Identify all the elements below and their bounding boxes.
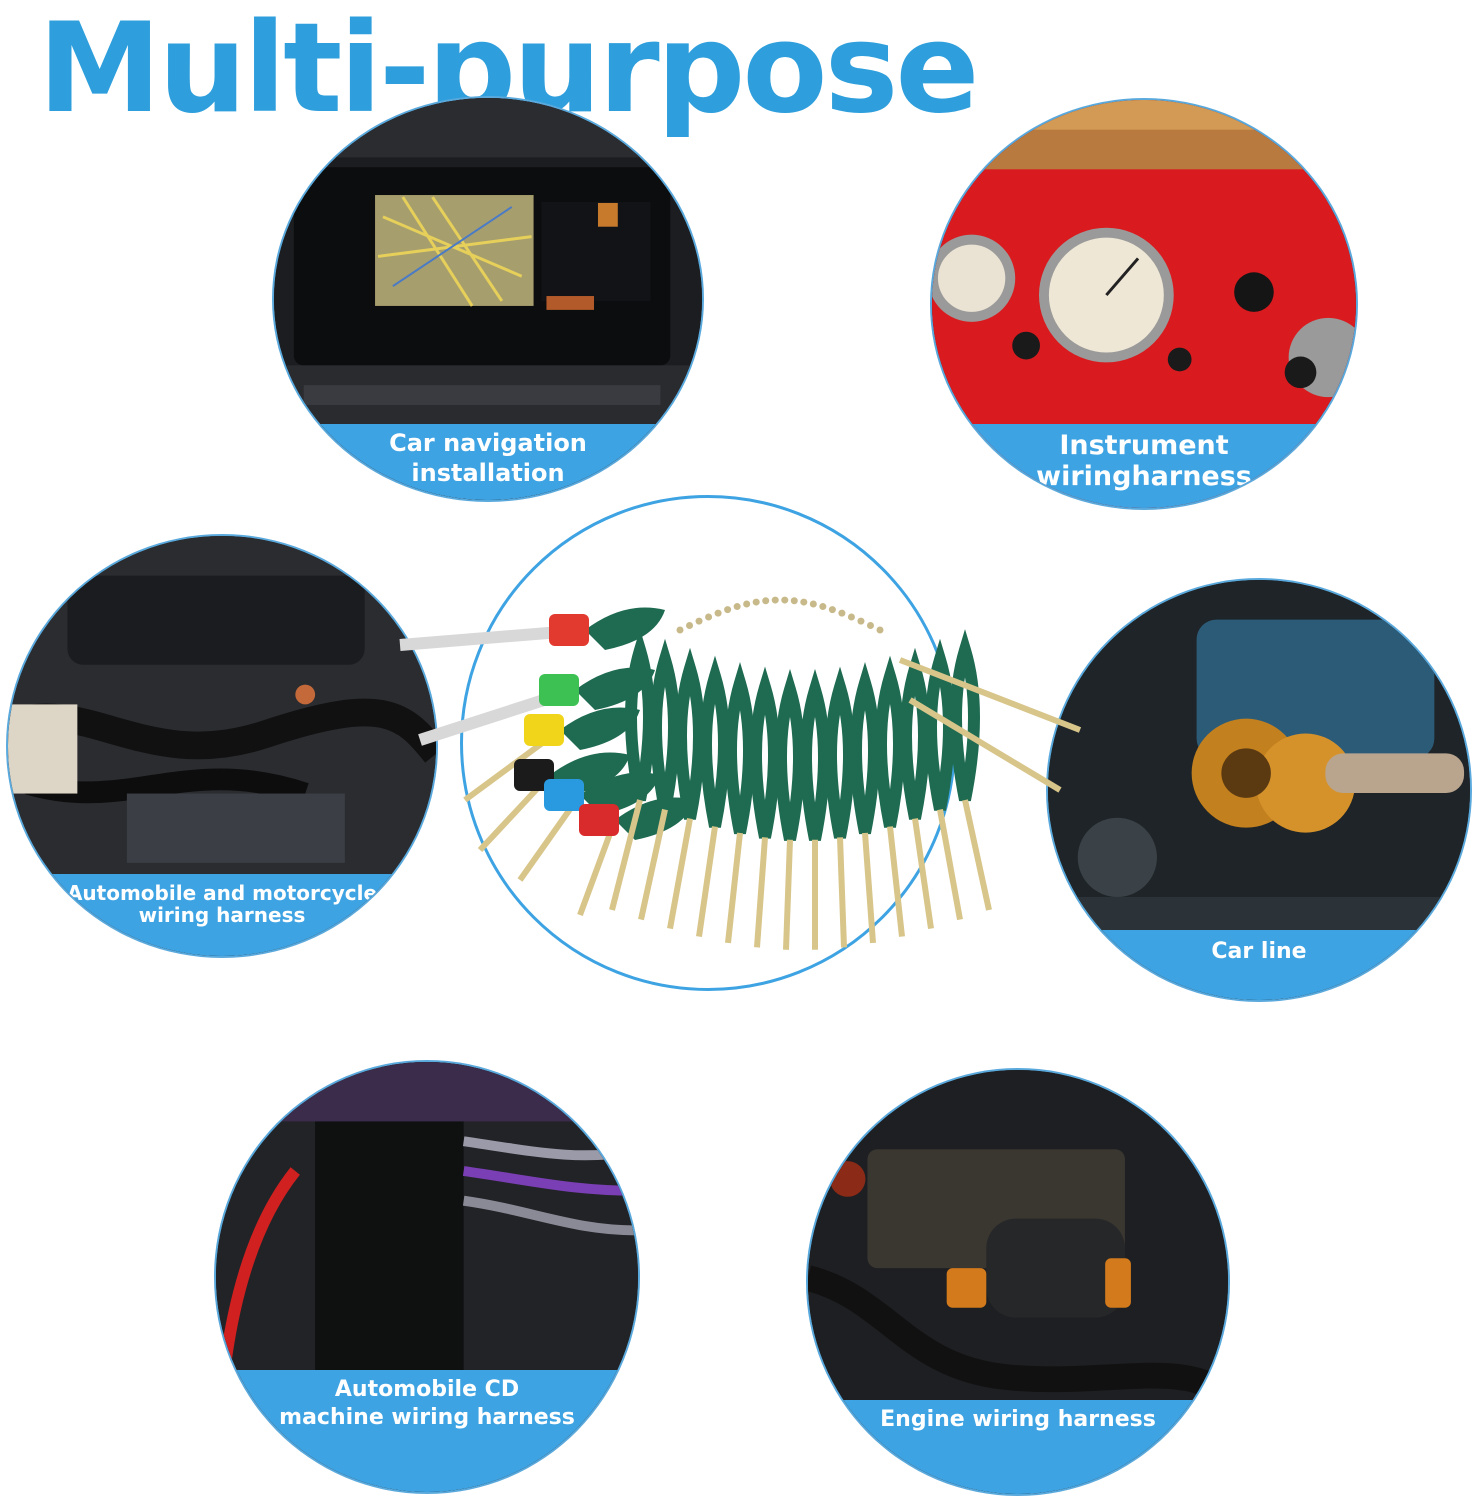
chain-bead: [743, 600, 751, 608]
ball-chain: [676, 596, 884, 634]
tool-picks: [399, 607, 1082, 950]
pick-handle: [750, 666, 780, 839]
pick-tip: [696, 826, 718, 937]
pick-cap: [539, 674, 579, 706]
pick-tip: [609, 799, 643, 911]
pick-handle: [585, 607, 665, 650]
application-label-band: Car navigation installation: [274, 424, 702, 500]
pick-handle: [775, 668, 805, 841]
chain-bead: [686, 622, 694, 630]
chain-bead: [790, 597, 798, 605]
application-circle-automobile-motorcycle: Automobile and motorcycle wiring harness: [6, 534, 438, 958]
pick-tip: [912, 818, 934, 930]
pick-tip: [837, 837, 847, 948]
application-label: Car line: [1211, 939, 1307, 964]
application-label: Automobile CD machine wiring harness: [279, 1377, 575, 1430]
pick-tip: [862, 832, 876, 944]
pick-tip: [937, 809, 963, 921]
chain-bead: [752, 598, 760, 606]
application-label: Instrument wiringharness: [1036, 430, 1252, 492]
chain-bead: [800, 598, 808, 606]
pick-tip: [887, 826, 905, 937]
pick-handle: [800, 668, 830, 841]
pick-tip: [667, 818, 693, 930]
pick-handle: [700, 655, 730, 828]
chain-bead: [838, 609, 846, 617]
application-label-band: Automobile and motorcycle wiring harness: [8, 874, 436, 956]
pick-tip: [754, 837, 768, 948]
application-label: Engine wiring harness: [880, 1407, 1156, 1432]
chain-bead: [676, 626, 684, 634]
pick-handle: [650, 638, 680, 811]
chain-bead: [705, 613, 713, 621]
chain-bead: [828, 606, 836, 614]
pick-handle: [875, 655, 905, 828]
application-label: Car navigation installation: [389, 429, 587, 487]
pick-handle: [900, 647, 930, 820]
pick-tip: [725, 832, 743, 944]
pick-handle: [625, 629, 655, 802]
chain-bead: [857, 617, 865, 625]
pick-tip: [962, 799, 992, 911]
pick-handle: [725, 662, 755, 835]
pick-handle: [675, 647, 705, 820]
chain-bead: [771, 596, 779, 604]
application-label: Automobile and motorcycle wiring harness: [66, 881, 378, 927]
chain-bead: [724, 606, 732, 614]
application-circle-car-line: Car line: [1046, 578, 1472, 1002]
pick-handle: [560, 707, 640, 750]
application-label-band: Car line: [1048, 930, 1470, 1000]
pick-tip: [908, 697, 1062, 793]
pick-handle: [825, 666, 855, 839]
pick-tip: [638, 808, 668, 921]
application-circle-instrument-wiring: Instrument wiringharness: [930, 98, 1358, 510]
pick-cap: [549, 614, 589, 646]
chain-bead: [695, 617, 703, 625]
chain-bead: [714, 609, 722, 617]
pick-cap: [524, 714, 564, 746]
chain-bead: [847, 613, 855, 621]
application-circle-cd-machine: Automobile CD machine wiring harness: [214, 1060, 640, 1494]
application-label-band: Engine wiring harness: [808, 1400, 1228, 1494]
pick-handle: [925, 638, 955, 811]
pick-handle: [850, 662, 880, 835]
pick-cap: [514, 759, 554, 791]
chain-bead: [866, 622, 874, 630]
application-circle-car-navigation: Car navigation installation: [272, 96, 704, 502]
chain-bead: [762, 597, 770, 605]
chain-bead: [819, 603, 827, 611]
pick-cap: [544, 779, 584, 811]
chain-bead: [809, 600, 817, 608]
chain-bead: [876, 626, 884, 634]
pick-handle: [950, 629, 980, 802]
pick-cap: [579, 804, 619, 836]
application-label-band: Instrument wiringharness: [932, 424, 1356, 508]
chain-bead: [781, 596, 789, 604]
application-label-band: Automobile CD machine wiring harness: [216, 1370, 638, 1492]
pick-tip: [898, 657, 1082, 733]
application-circle-engine-wiring: Engine wiring harness: [806, 1068, 1230, 1496]
pick-tip: [783, 839, 793, 950]
chain-bead: [733, 603, 741, 611]
